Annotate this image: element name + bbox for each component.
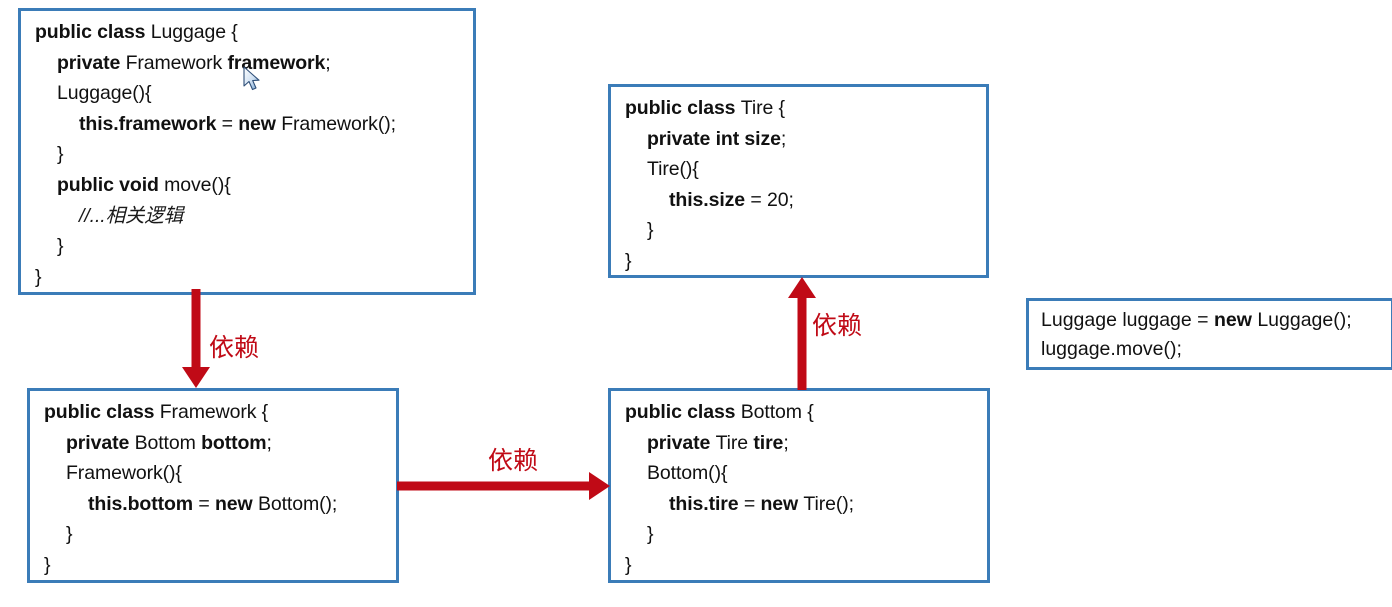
code-line-luggage-4: } [35,139,463,170]
code-token: = [738,492,761,515]
code-token: private [57,51,126,74]
code-token: public class [625,97,741,119]
code-line-bottom-2: Bottom(){ [625,458,977,489]
code-token: Luggage(); [1257,309,1352,331]
code-token: } [35,265,42,288]
code-line-bottom-0: public class Bottom { [625,397,977,428]
code-token: } [57,143,64,166]
dependency-label-framework-bottom: 依赖 [488,446,539,475]
class-box-framework[interactable]: public class Framework {private Bottom b… [27,388,399,583]
code-line-luggage-0: public class Luggage { [35,17,463,48]
code-token: Luggage luggage = [1041,309,1214,331]
code-token: Tire(){ [647,158,699,181]
dependency-arrow-bottom-to-tire [788,277,816,390]
code-token: Framework(){ [66,462,182,485]
code-token: this.size [669,188,746,211]
code-token: Tire [715,431,754,454]
code-token: } [647,219,654,242]
code-token: bottom [201,431,267,454]
code-token: = 20; [745,188,794,211]
code-token: move(){ [164,173,231,196]
dependency-arrow-framework-to-bottom [397,472,610,500]
code-line-tire-3: this.size = 20; [625,185,976,216]
code-token: public class [35,21,151,43]
dependency-label-bottom-tire: 依赖 [812,311,863,340]
usage-snippet-box[interactable]: Luggage luggage = new Luggage(); luggage.… [1026,298,1392,370]
code-token: new [238,112,282,135]
code-line-luggage-5: public void move(){ [35,170,463,201]
code-token: private [647,431,716,454]
code-token: } [66,523,73,546]
class-box-tire[interactable]: public class Tire {private int size;Tire… [608,84,989,278]
code-token: this.tire [669,492,739,515]
code-token: ; [266,431,272,454]
code-line-bottom-3: this.tire = new Tire(); [625,489,977,520]
code-token: Framework [125,51,228,74]
code-line-luggage-6: //...相关逻辑 [35,201,463,232]
code-token: Framework { [159,401,269,423]
code-line-framework-4: } [44,519,386,550]
code-line-tire-1: private int size; [625,124,976,155]
dependency-label-luggage-framework: 依赖 [209,333,260,362]
mouse-pointer-icon [243,66,260,91]
code-token: Luggage(){ [57,82,152,105]
code-line-bottom-5: } [625,550,977,581]
code-line-tire-2: Tire(){ [625,154,976,185]
snippet-line-0: Luggage luggage = new Luggage(); [1041,306,1383,335]
code-token: } [44,553,51,576]
code-token: framework [227,51,326,74]
code-token: public class [625,401,741,423]
code-token: ; [780,127,787,150]
code-token: } [647,523,654,546]
code-token: luggage.move(); [1041,338,1182,360]
code-token: Framework(); [281,112,396,135]
code-line-framework-3: this.bottom = new Bottom(); [44,489,386,520]
code-line-luggage-1: private Framework framework; [35,48,463,79]
code-line-bottom-4: } [625,519,977,550]
code-line-luggage-2: Luggage(){ [35,78,463,109]
code-token: ; [325,51,331,74]
code-token: Bottom [134,431,202,454]
class-box-bottom[interactable]: public class Bottom {private Tire tire;B… [608,388,990,583]
code-token: Bottom(); [257,492,338,515]
code-line-framework-5: } [44,550,386,581]
code-token: = [216,112,239,135]
code-line-framework-1: private Bottom bottom; [44,428,386,459]
code-token: new [214,492,258,515]
code-line-bottom-1: private Tire tire; [625,428,977,459]
code-token: Bottom { [740,401,814,423]
code-token: tire [753,431,784,454]
code-token: this.bottom [88,492,194,515]
code-line-luggage-7: } [35,231,463,262]
code-token: private int size [647,127,781,150]
code-token: Tire { [740,97,785,119]
class-box-luggage[interactable]: public class Luggage {private Framework … [18,8,476,295]
code-token: //...相关逻辑 [79,204,184,227]
code-token: Luggage { [150,21,238,43]
snippet-line-1: luggage.move(); [1041,335,1383,364]
dependency-arrow-luggage-to-framework [182,289,210,388]
code-token: private [66,431,135,454]
code-token: Bottom(){ [647,462,728,485]
code-token: = [193,492,215,515]
code-line-framework-0: public class Framework { [44,397,386,428]
code-line-tire-4: } [625,215,976,246]
code-token: } [625,553,632,576]
code-line-framework-2: Framework(){ [44,458,386,489]
code-token: new [1213,309,1258,331]
code-token: new [760,492,804,515]
code-line-tire-5: } [625,246,976,277]
code-token: } [57,235,64,258]
code-token: this.framework [79,112,217,135]
code-line-luggage-3: this.framework = new Framework(); [35,109,463,140]
code-line-luggage-8: } [35,262,463,293]
code-token: } [625,249,632,272]
code-line-tire-0: public class Tire { [625,93,976,124]
code-token: public void [57,173,165,196]
code-token: Tire(); [803,492,854,515]
code-token: ; [783,431,789,454]
code-token: public class [44,401,160,423]
